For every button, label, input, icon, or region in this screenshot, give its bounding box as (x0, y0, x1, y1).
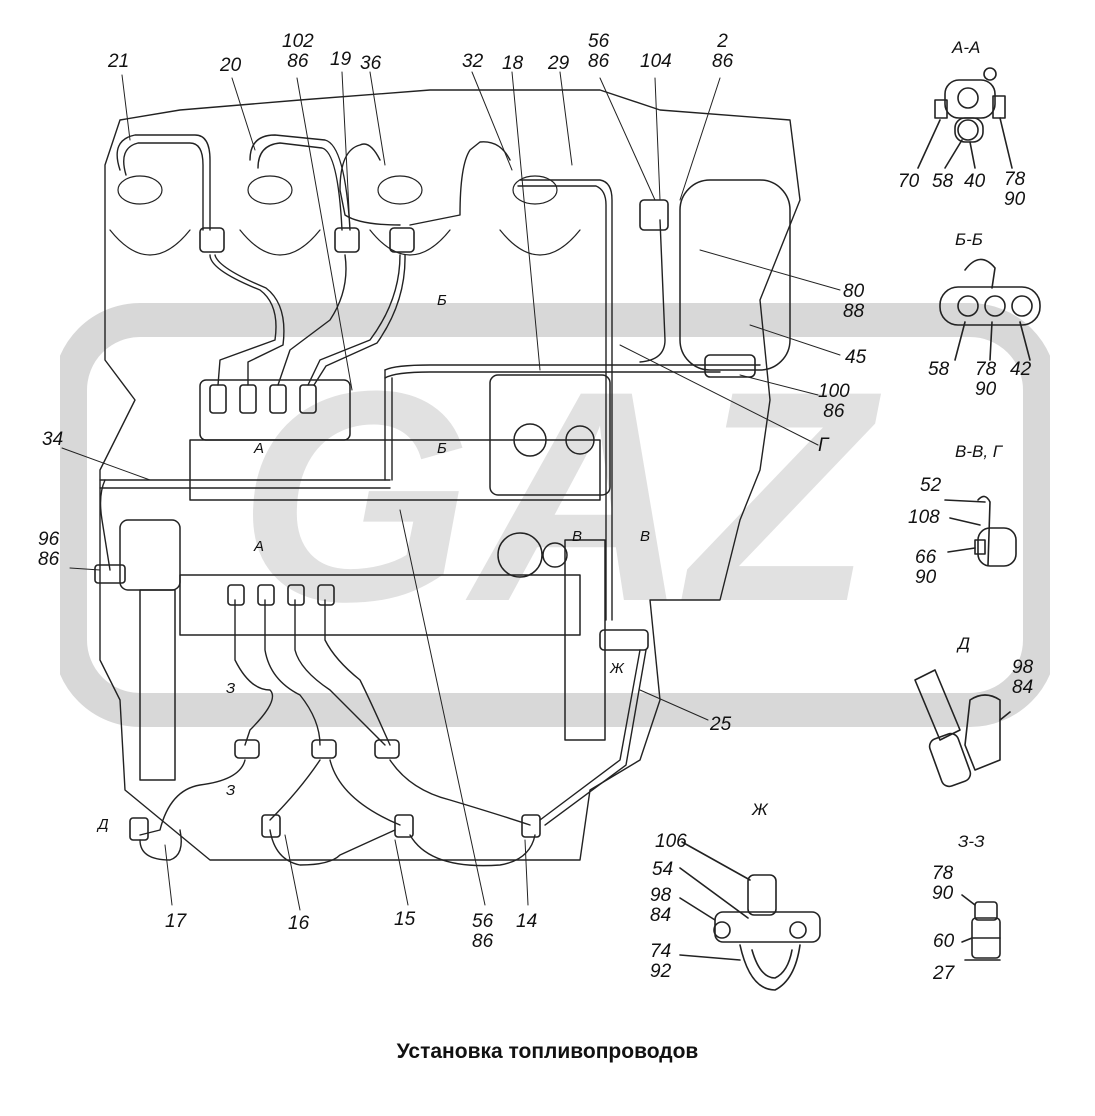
callout-78-90-aa: 78 90 (1004, 169, 1026, 210)
section-title-aa: А-А (952, 38, 981, 57)
callout-56-86-bottom: 56 86 (472, 911, 494, 952)
section-title-d: Д (958, 634, 970, 653)
callout-40: 40 (964, 171, 986, 192)
lower-fuel-pipes (99, 479, 647, 867)
section-aa (917, 67, 1013, 169)
callout-58-aa: 58 (932, 171, 954, 192)
callout-34: 34 (42, 429, 64, 450)
lower-injectors (94, 199, 756, 841)
callout-74-92: 74 92 (650, 941, 672, 982)
watermark-logo: GAZ (60, 303, 1050, 727)
callout-20: 20 (220, 55, 242, 76)
callout-18: 18 (502, 53, 524, 74)
cut-mark-a-upper: А (254, 440, 265, 457)
callout-27: 27 (933, 963, 955, 984)
callout-96-86: 96 86 (38, 529, 60, 570)
callout-78-90-bb: 78 90 (975, 359, 997, 400)
section-title-zz: З-З (958, 832, 985, 851)
callout-32: 32 (462, 51, 484, 72)
section-bb (939, 258, 1041, 361)
section-zh (679, 841, 821, 991)
section-title-bb: Б-Б (955, 230, 983, 249)
callout-21: 21 (108, 51, 130, 72)
callout-102-86: 102 86 (282, 31, 314, 72)
callout-16: 16 (288, 913, 310, 934)
cut-mark-a-lower: А (254, 538, 265, 555)
section-d (914, 669, 1011, 788)
callout-17: 17 (165, 911, 187, 932)
callout-25: 25 (710, 714, 732, 735)
callout-60: 60 (933, 931, 955, 952)
callout-19: 19 (330, 49, 352, 70)
callout-58-bb: 58 (928, 359, 950, 380)
cut-mark-b-lower: Б (437, 440, 447, 457)
svg-text:GAZ: GAZ (238, 328, 885, 664)
callout-14: 14 (516, 911, 538, 932)
callout-80-88: 80 88 (843, 281, 865, 322)
callout-106: 106 (655, 831, 687, 852)
section-title-vv-g: В-В, Г (955, 442, 1003, 461)
cut-mark-b-upper: Б (437, 292, 447, 309)
section-title-zh: Ж (752, 800, 768, 819)
figure-caption: Установка топливопроводов (396, 1040, 699, 1063)
callout-70: 70 (898, 171, 920, 192)
section-zz (961, 894, 1001, 961)
callout-54: 54 (652, 859, 674, 880)
callout-45: 45 (845, 347, 867, 368)
callout-G: Г (818, 435, 829, 456)
injection-pump (119, 179, 791, 781)
cut-mark-z-lower: З (226, 782, 236, 799)
callout-36: 36 (360, 53, 382, 74)
callout-52: 52 (920, 475, 942, 496)
cut-mark-zh: Ж (610, 660, 624, 677)
callout-29: 29 (548, 53, 570, 74)
cylinder-head-bosses (109, 175, 581, 256)
callout-66-90: 66 90 (915, 547, 937, 588)
callout-56-86-top: 56 86 (588, 31, 610, 72)
section-vv (944, 495, 1017, 567)
leader-lines (61, 71, 841, 911)
cut-mark-d: Д (98, 816, 109, 833)
callout-104: 104 (640, 51, 672, 72)
engine-block-outline (99, 89, 801, 861)
cut-mark-v-left: В (572, 528, 583, 545)
callout-2-86: 2 86 (712, 31, 734, 72)
callout-108: 108 (908, 507, 940, 528)
callout-100-86: 100 86 (818, 381, 850, 422)
cut-mark-z-upper: З (226, 680, 236, 697)
callout-98-84-zh: 98 84 (650, 885, 672, 926)
upper-fuel-pipes (116, 134, 761, 621)
callout-78-90-zz: 78 90 (932, 863, 954, 904)
callout-98-84-d: 98 84 (1012, 657, 1034, 698)
callout-15: 15 (394, 909, 416, 930)
callout-42: 42 (1010, 359, 1032, 380)
cut-mark-v-right: В (640, 528, 651, 545)
